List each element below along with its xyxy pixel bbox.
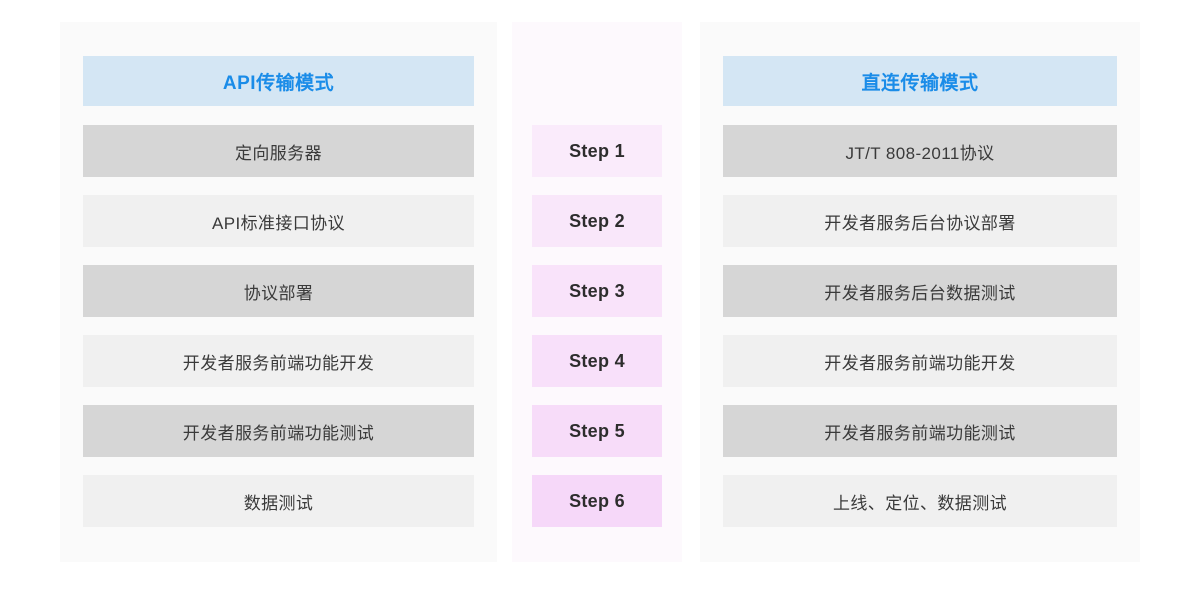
step-badge[interactable]: Step 5 xyxy=(532,405,662,457)
row-item[interactable]: 开发者服务前端功能开发 xyxy=(83,335,474,387)
step-badge[interactable]: Step 3 xyxy=(532,265,662,317)
panel-api-mode: API传输模式 定向服务器 API标准接口协议协议部署开发者服务前端功能开发开发者… xyxy=(60,22,497,562)
row-item[interactable]: 开发者服务前端功能测试 xyxy=(83,405,474,457)
step-badge[interactable]: Step 4 xyxy=(532,335,662,387)
panel-steps: Step 1 Step 2 Step 3 Step 4 Step 5 Step 6 xyxy=(512,22,682,562)
row-item[interactable]: 开发者服务后台协议部署 xyxy=(723,195,1117,247)
row-item[interactable]: 数据测试 xyxy=(83,475,474,527)
row-item[interactable]: 协议部署 xyxy=(83,265,474,317)
left-column-rows: 定向服务器 API标准接口协议协议部署开发者服务前端功能开发开发者服务前端功能测试… xyxy=(83,125,474,527)
row-item[interactable]: API标准接口协议 xyxy=(83,195,474,247)
row-item[interactable]: 上线、定位、数据测试 xyxy=(723,475,1117,527)
row-item[interactable]: 开发者服务前端功能测试 xyxy=(723,405,1117,457)
step-badge[interactable]: Step 1 xyxy=(532,125,662,177)
row-item[interactable]: 开发者服务前端功能开发 xyxy=(723,335,1117,387)
step-column-stack: Step 1 Step 2 Step 3 Step 4 Step 5 Step 6 xyxy=(532,125,662,545)
row-item[interactable]: 开发者服务后台数据测试 xyxy=(723,265,1117,317)
right-column-rows: JT/T 808-2011协议开发者服务后台协议部署开发者服务后台数据测试开发者… xyxy=(723,125,1117,527)
row-item[interactable]: JT/T 808-2011协议 xyxy=(723,125,1117,177)
left-column-header: API传输模式 xyxy=(83,56,474,106)
step-badge[interactable]: Step 2 xyxy=(532,195,662,247)
right-column-stack: 直连传输模式 JT/T 808-2011协议开发者服务后台协议部署开发者服务后台… xyxy=(723,56,1117,545)
right-column-header: 直连传输模式 xyxy=(723,56,1117,106)
step-badge[interactable]: Step 6 xyxy=(532,475,662,527)
panel-direct-mode: 直连传输模式 JT/T 808-2011协议开发者服务后台协议部署开发者服务后台… xyxy=(700,22,1140,562)
row-item[interactable]: 定向服务器 xyxy=(83,125,474,177)
left-column-stack: API传输模式 定向服务器 API标准接口协议协议部署开发者服务前端功能开发开发者… xyxy=(83,56,474,545)
